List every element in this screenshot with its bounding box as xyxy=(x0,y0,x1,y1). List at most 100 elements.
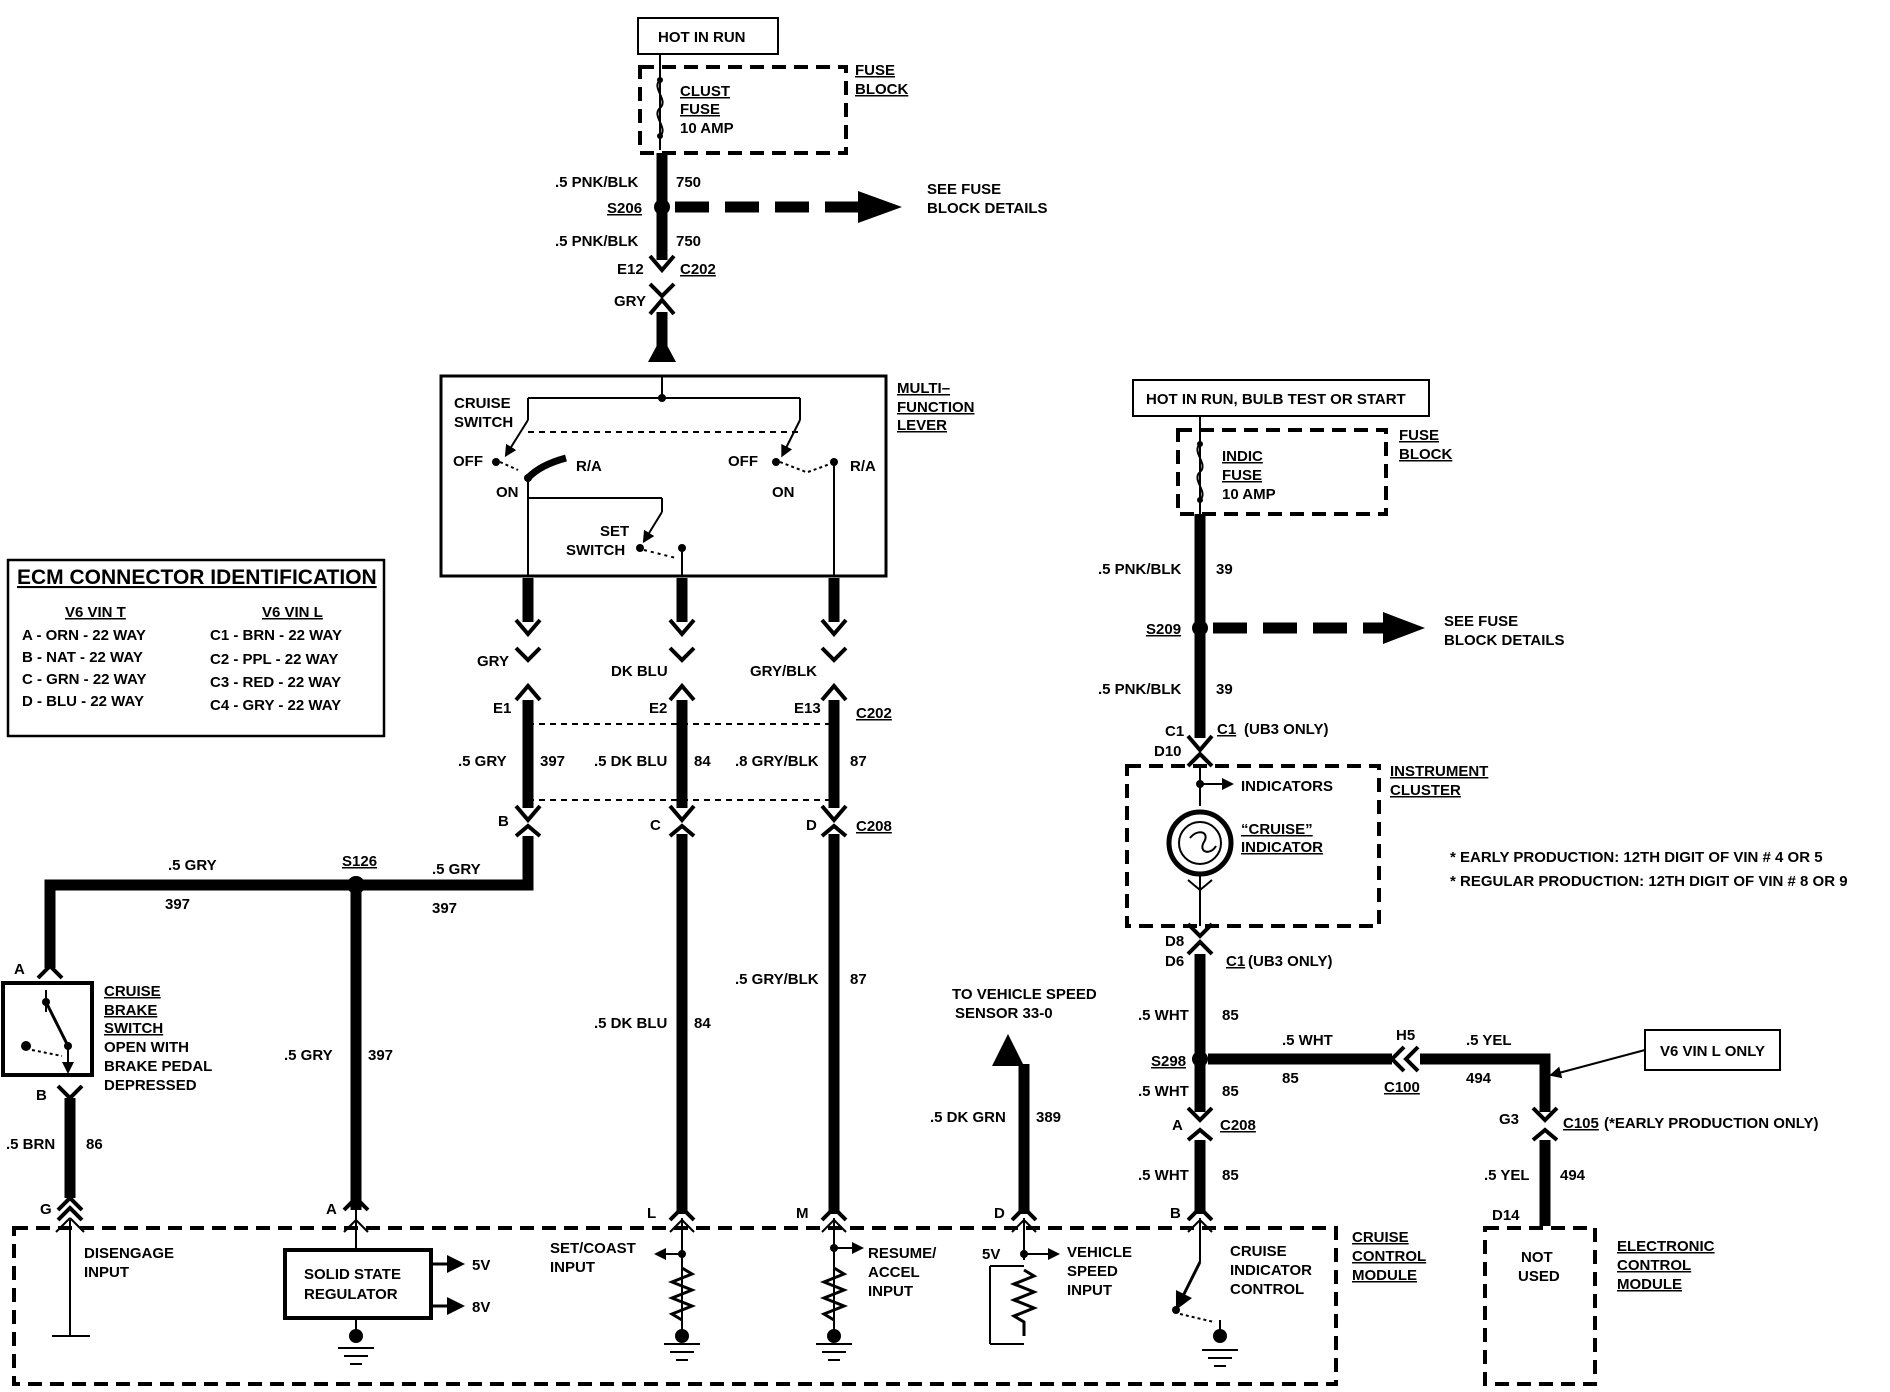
wire-85-lower-label: .5 WHT xyxy=(1138,1167,1189,1184)
wire-color-gry: GRY xyxy=(477,653,509,670)
ground-icon-resume xyxy=(816,1343,852,1361)
splice-s126-label: S126 xyxy=(342,853,377,870)
wire-gry-right-circuit: 397 xyxy=(432,900,457,917)
wire-gry-reg-circuit: 397 xyxy=(368,1047,393,1064)
fuse-block-2-label-1: FUSE xyxy=(1399,427,1439,444)
pin-b-c208: B xyxy=(498,813,509,830)
note-regular-production: * REGULAR PRODUCTION: 12TH DIGIT OF VIN … xyxy=(1450,873,1848,890)
wire-gry-left-circuit: 397 xyxy=(165,896,190,913)
ra-left-label: R/A xyxy=(576,458,602,475)
wire-39-lower-label: .5 PNK/BLK xyxy=(1098,681,1182,698)
vss-input-label-2: SPEED xyxy=(1067,1263,1118,1280)
not-used-label-2: USED xyxy=(1518,1268,1560,1285)
wire-87-label: .8 GRY/BLK xyxy=(735,753,819,770)
vss-resistor xyxy=(1009,1268,1039,1336)
multifunction-lever-box xyxy=(439,374,888,578)
wire-yel-circuit: 494 xyxy=(1466,1070,1492,1087)
see-fuse-details-2: BLOCK DETAILS xyxy=(927,200,1048,217)
wire-750-lower-circuit: 750 xyxy=(676,233,701,250)
wire-85-mid-circuit: 85 xyxy=(1222,1083,1239,1100)
ecm-col1-header: V6 VIN T xyxy=(65,604,126,621)
vss-label-1: TO VEHICLE SPEED xyxy=(952,986,1097,1003)
conn-c1-bottom: C1 xyxy=(1226,953,1245,970)
wire-yel-label: .5 YEL xyxy=(1466,1032,1512,1049)
off-left-label: OFF xyxy=(453,453,483,470)
see-fuse-2-details-1: SEE FUSE xyxy=(1444,613,1518,630)
wire-color-grybk: GRY/BLK xyxy=(750,663,817,680)
conn-c208-right: C208 xyxy=(1220,1117,1256,1134)
wire-84-lower-circuit: 84 xyxy=(694,1015,711,1032)
vss-circuit: TO VEHICLE SPEED SENSOR 33-0 .5 DK GRN 3… xyxy=(930,986,1097,1214)
splice-s206-label: S206 xyxy=(607,200,642,217)
lever-output-connectors-top xyxy=(514,618,848,702)
brake-switch-label-1: CRUISE xyxy=(104,983,161,1000)
pin-d6-label: D6 xyxy=(1165,953,1184,970)
pin-e12: E12 xyxy=(617,261,644,278)
wire-gry-left-label: .5 GRY xyxy=(168,857,217,874)
resume-label-2: ACCEL xyxy=(868,1264,920,1281)
pin-h5: H5 xyxy=(1396,1027,1415,1044)
wire-85-lower-circuit: 85 xyxy=(1222,1167,1239,1184)
vss-wire-label: .5 DK GRN xyxy=(930,1109,1006,1126)
cruise-switch-label-2: SWITCH xyxy=(454,414,513,431)
ecm-name-2: CONTROL xyxy=(1617,1257,1691,1274)
pin-e2: E2 xyxy=(649,700,667,717)
see-fuse-2-details-2: BLOCK DETAILS xyxy=(1444,632,1565,649)
pin-d10-label: D10 xyxy=(1154,743,1182,760)
wire-397-label: .5 GRY xyxy=(458,753,507,770)
wire-397-circuit: 397 xyxy=(540,753,565,770)
conn-c1-bottom-note: (UB3 ONLY) xyxy=(1248,953,1332,970)
ecm-table-title: ECM CONNECTOR IDENTIFICATION xyxy=(17,566,377,589)
fuse-block-2-label-2: BLOCK xyxy=(1399,446,1452,463)
ecm-col2-row: C3 - RED - 22 WAY xyxy=(210,674,341,691)
ground-icon-regulator xyxy=(338,1347,374,1365)
brake-switch-label-3: SWITCH xyxy=(104,1020,163,1037)
ecm-connector-table: ECM CONNECTOR IDENTIFICATION V6 VIN T V6… xyxy=(6,558,386,738)
production-notes: * EARLY PRODUCTION: 12TH DIGIT OF VIN # … xyxy=(1450,849,1848,890)
module-pin-g: G xyxy=(40,1201,52,1218)
regulator-label-2: REGULATOR xyxy=(304,1286,398,1303)
clust-fuse-name-1: CLUST xyxy=(680,83,730,100)
conn-c105: C105 xyxy=(1563,1115,1599,1132)
disengage-label-2: INPUT xyxy=(84,1264,129,1281)
splice-s209-label: S209 xyxy=(1146,621,1181,638)
lever-output-wires: GRY DK BLU GRY/BLK E1 E2 E13 C202 .5 GRY… xyxy=(458,578,892,1214)
pin-c1-label: C1 xyxy=(1165,723,1184,740)
conn-c105-note: (*EARLY PRODUCTION ONLY) xyxy=(1604,1115,1818,1132)
indctl-label-1: CRUISE xyxy=(1230,1243,1287,1260)
connector-c202-label-top: C202 xyxy=(680,261,716,278)
ecm-col2-header: V6 VIN L xyxy=(262,604,323,621)
indctl-label-2: INDICATOR xyxy=(1230,1262,1312,1279)
wire-84-circuit: 84 xyxy=(694,753,711,770)
cruise-module-name-3: MODULE xyxy=(1352,1267,1417,1284)
resume-label-1: RESUME/ xyxy=(868,1245,937,1262)
splice-s209 xyxy=(1192,620,1208,636)
fuse-block-label-1: FUSE xyxy=(855,62,895,79)
fuse-block-label-2: BLOCK xyxy=(855,81,908,98)
top-power-feed: HOT IN RUN CLUST FUSE 10 AMP FUSE BLOCK … xyxy=(555,17,1048,362)
vss-5v-label: 5V xyxy=(982,1246,1000,1263)
hot-in-run-label: HOT IN RUN xyxy=(658,29,746,46)
cluster-label-2: CLUSTER xyxy=(1390,782,1461,799)
clust-fuse-block xyxy=(638,65,848,155)
ecm-name-1: ELECTRONIC xyxy=(1617,1238,1715,1255)
lever-title-3: LEVER xyxy=(897,417,947,434)
ecm-col1-row: D - BLU - 22 WAY xyxy=(22,693,144,710)
connector-c208-label: C208 xyxy=(856,818,892,835)
pin-c-c208: C xyxy=(650,817,661,834)
brake-switch-label-6: DEPRESSED xyxy=(104,1077,197,1094)
not-used-label-1: NOT xyxy=(1521,1249,1553,1266)
lever-title-1: MULTI– xyxy=(897,380,950,397)
ecm-table-box xyxy=(6,558,386,738)
ra-right-label: R/A xyxy=(850,458,876,475)
instrument-cluster-box xyxy=(1125,764,1381,928)
wire-750-lower-label: .5 PNK/BLK xyxy=(555,233,639,250)
wire-87-circuit: 87 xyxy=(850,753,867,770)
wire-wht-h5-label: .5 WHT xyxy=(1282,1032,1333,1049)
brake-switch-label-5: BRAKE PEDAL xyxy=(104,1058,212,1075)
off-right-label: OFF xyxy=(728,453,758,470)
setcoast-label-1: SET/COAST xyxy=(550,1240,636,1257)
cruise-indicator-label-2: INDICATOR xyxy=(1241,839,1323,856)
disengage-label-1: DISENGAGE xyxy=(84,1245,174,1262)
